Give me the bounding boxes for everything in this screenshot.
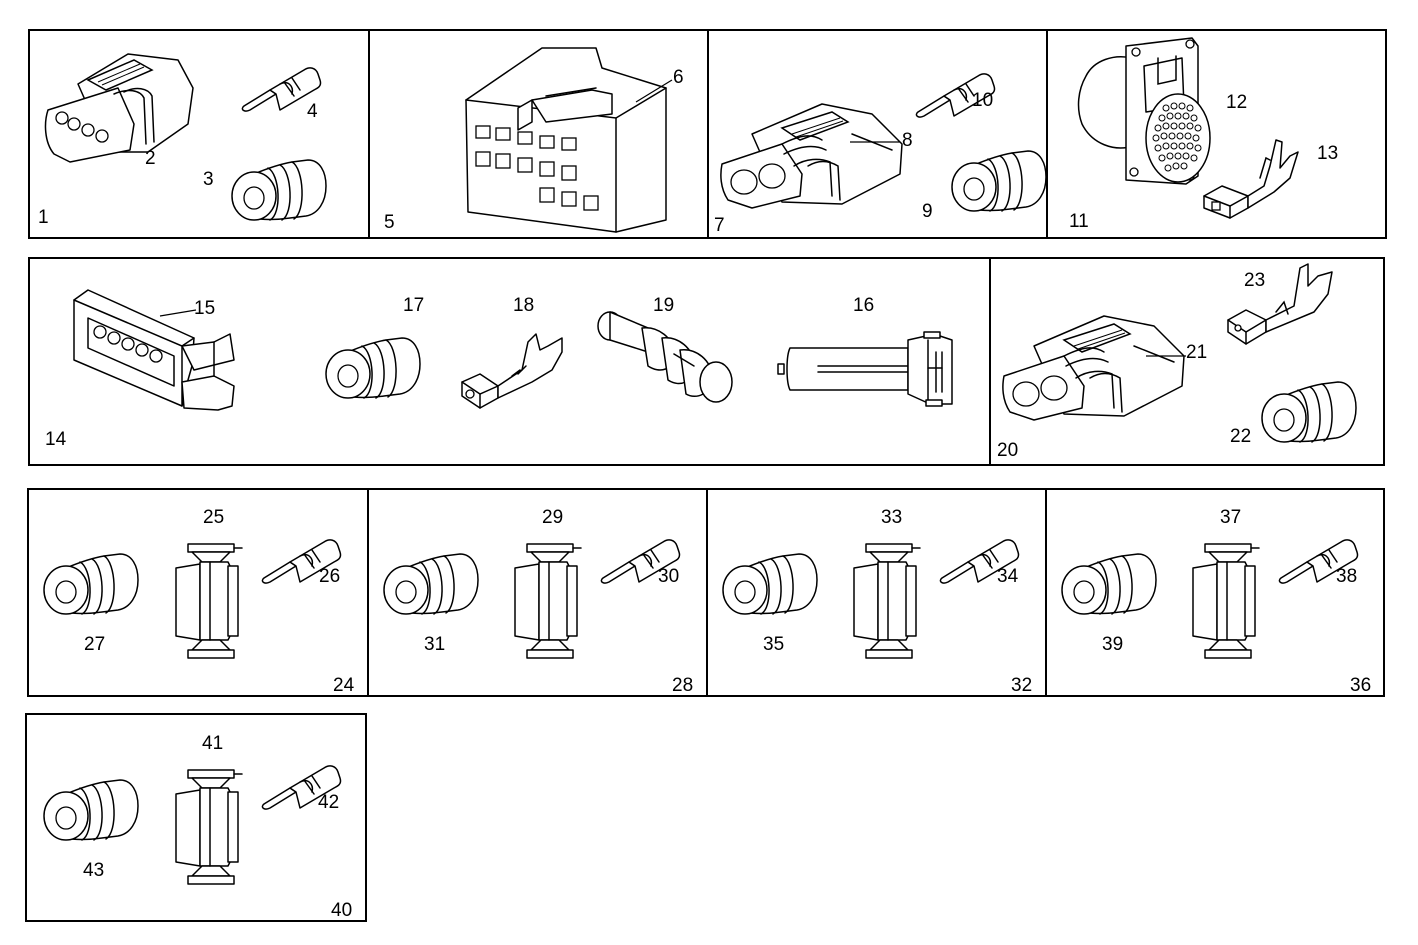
- callout-32: 32: [1011, 675, 1032, 696]
- callout-37: 37: [1220, 507, 1241, 528]
- callout-6: 6: [673, 67, 684, 88]
- callout-4: 4: [307, 101, 318, 122]
- callout-8: 8: [902, 130, 913, 151]
- locking-slide-icon: [853, 543, 921, 659]
- wire-seal-icon: [325, 337, 421, 399]
- wire-seal-icon: [231, 159, 327, 221]
- callout-23: 23: [1244, 270, 1265, 291]
- callout-12: 12: [1226, 92, 1247, 113]
- callout-18: 18: [513, 295, 534, 316]
- callout-15: 15: [194, 298, 215, 319]
- wire-seal-icon: [43, 779, 139, 841]
- callout-33: 33: [881, 507, 902, 528]
- callout-28: 28: [672, 675, 693, 696]
- sealing-plug-icon: [597, 311, 733, 403]
- crimp-terminal-icon: [1227, 263, 1333, 345]
- round-connector-flange-icon: [1077, 37, 1211, 185]
- crimp-terminal-icon: [461, 333, 563, 409]
- callout-26: 26: [319, 566, 340, 587]
- multi-cavity-housing-icon: [465, 47, 667, 233]
- crimp-terminal-icon: [1203, 139, 1299, 219]
- callout-36: 36: [1350, 675, 1371, 696]
- inline-connector-icon: [777, 331, 953, 407]
- flat-connector-icon: [73, 289, 235, 411]
- wire-seal-icon: [383, 553, 479, 615]
- frame-11: [1046, 29, 1387, 239]
- callout-10: 10: [972, 90, 993, 111]
- callout-2: 2: [145, 148, 156, 169]
- frame-20: [989, 257, 1385, 466]
- frame-40: [25, 713, 367, 922]
- callout-1: 1: [38, 207, 49, 228]
- callout-11: 11: [1069, 211, 1089, 232]
- callout-30: 30: [658, 566, 679, 587]
- callout-43: 43: [83, 860, 104, 881]
- wire-seal-icon: [1261, 381, 1357, 443]
- callout-40: 40: [331, 900, 352, 921]
- locking-slide-icon: [175, 769, 243, 885]
- callout-35: 35: [763, 634, 784, 655]
- callout-20: 20: [997, 440, 1018, 461]
- callout-17: 17: [403, 295, 424, 316]
- wire-seal-icon: [722, 553, 818, 615]
- wire-seal-icon: [1061, 553, 1157, 615]
- locking-slide-icon: [175, 543, 243, 659]
- frame-36: [1045, 488, 1385, 697]
- callout-22: 22: [1230, 426, 1251, 447]
- connector-2pin-icon: [1002, 315, 1185, 421]
- callout-16: 16: [853, 295, 874, 316]
- callout-24: 24: [333, 675, 355, 696]
- callout-14: 14: [45, 429, 67, 450]
- callout-21: 21: [1186, 342, 1207, 363]
- callout-41: 41: [202, 733, 223, 754]
- connector-4pin-icon: [44, 53, 194, 163]
- locking-slide-icon: [514, 543, 582, 659]
- callout-29: 29: [542, 507, 563, 528]
- callout-27: 27: [84, 634, 105, 655]
- callout-3: 3: [203, 169, 214, 190]
- callout-labels: 1 2 3 4 5 6 7 8 9 10 11 12 13 14 15 16 1…: [38, 67, 1371, 921]
- callout-38: 38: [1336, 566, 1357, 587]
- callout-5: 5: [384, 212, 395, 233]
- callout-42: 42: [318, 792, 339, 813]
- callout-34: 34: [997, 566, 1019, 587]
- callout-7: 7: [714, 215, 725, 236]
- wire-seal-icon: [951, 150, 1047, 212]
- callout-19: 19: [653, 295, 674, 316]
- callout-31: 31: [424, 634, 445, 655]
- connector-2pin-icon: [720, 103, 903, 209]
- callout-25: 25: [203, 507, 224, 528]
- callout-9: 9: [922, 201, 933, 222]
- callout-13: 13: [1317, 143, 1338, 164]
- callout-39: 39: [1102, 634, 1123, 655]
- wire-seal-icon: [43, 553, 139, 615]
- locking-slide-icon: [1192, 543, 1260, 659]
